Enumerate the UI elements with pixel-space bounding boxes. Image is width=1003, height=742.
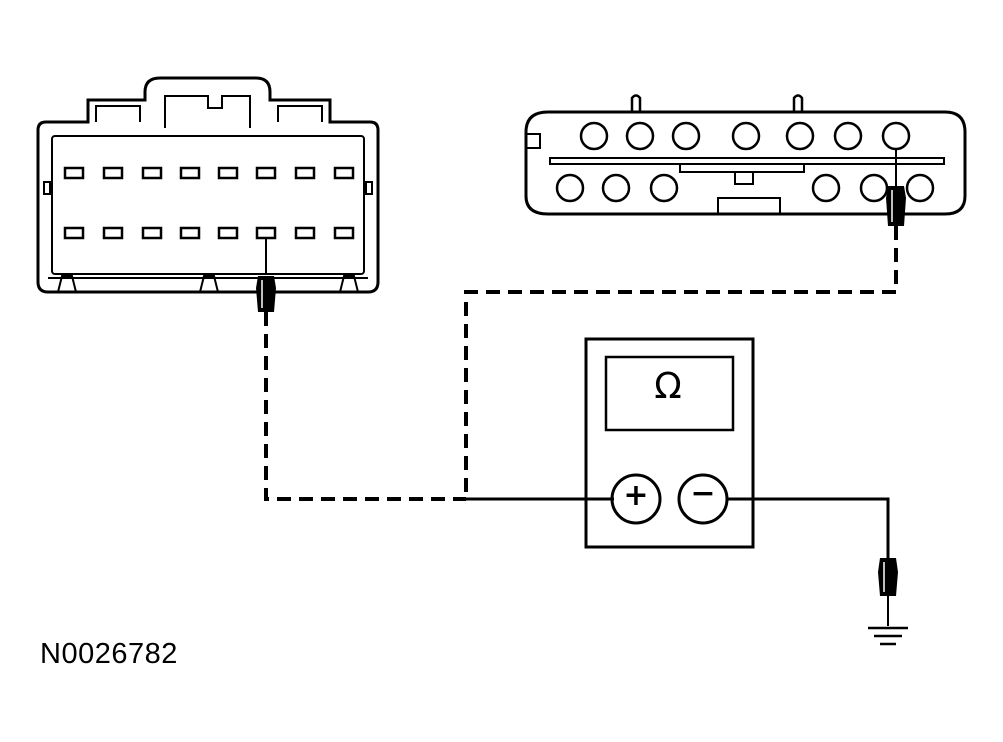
right-connector-pins-top <box>579 121 911 151</box>
left-probe <box>256 238 276 312</box>
positive-terminal <box>610 473 662 525</box>
right-probe <box>886 149 906 226</box>
dashed-leads <box>264 226 898 501</box>
figure-reference: N0026782 <box>40 638 178 670</box>
ground-lead <box>727 497 890 560</box>
right-connector <box>524 94 967 216</box>
right-connector-pins-bottom <box>555 173 935 203</box>
ground-symbol-icon <box>868 626 908 646</box>
minus-sign: − <box>690 476 716 511</box>
ground-probe <box>878 558 898 626</box>
left-connector-pins-top <box>63 166 355 180</box>
ohm-symbol: Ω <box>654 366 682 407</box>
left-connector-pins-bottom <box>63 226 355 240</box>
plus-sign: + <box>623 478 649 513</box>
left-connector <box>36 76 380 294</box>
